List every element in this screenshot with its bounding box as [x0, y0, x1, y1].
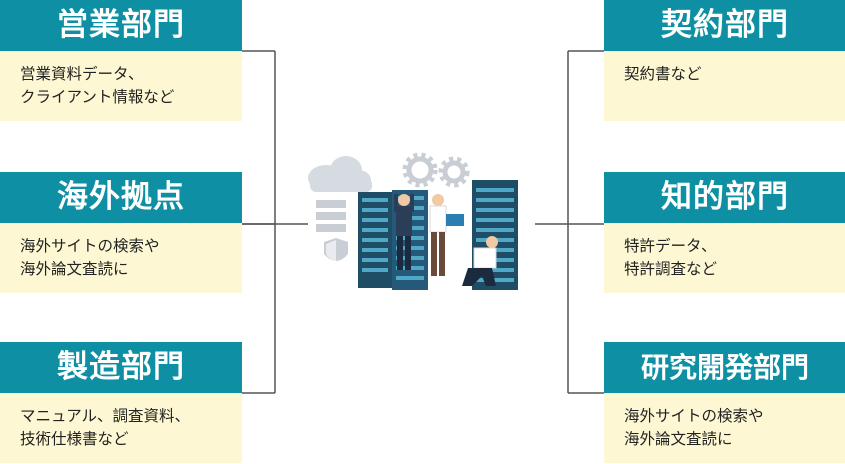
description-line: クライアント情報など [20, 88, 175, 106]
department-title: 営業部門 [0, 0, 242, 51]
department-description: 特許データ、 特許調査など [604, 223, 845, 293]
description-line: 契約書など [624, 65, 702, 83]
gear-icon [402, 152, 470, 188]
department-title: 研究開発部門 [604, 342, 845, 393]
department-description: 営業資料データ、 クライアント情報など [0, 51, 242, 121]
technician-icon [394, 194, 498, 286]
department-card-sales: 営業部門 営業資料データ、 クライアント情報など [0, 0, 242, 121]
department-card-ip: 知的部門 特許データ、 特許調査など [604, 172, 845, 293]
description-line: 海外論文査読に [624, 430, 733, 448]
description-line: 技術仕様書など [20, 430, 129, 448]
data-block-icon [316, 200, 346, 232]
department-title: 契約部門 [604, 0, 845, 51]
department-description: 海外サイトの検索や 海外論文査読に [604, 393, 845, 463]
description-line: 営業資料データ、 [20, 65, 144, 83]
cloud-icon [308, 156, 372, 192]
description-line: 海外サイトの検索や [20, 237, 160, 255]
description-line: 特許データ、 [624, 237, 717, 255]
server-room-illustration [308, 152, 518, 290]
department-card-rnd: 研究開発部門 海外サイトの検索や 海外論文査読に [604, 342, 845, 463]
department-card-overseas: 海外拠点 海外サイトの検索や 海外論文査読に [0, 172, 242, 293]
department-title: 製造部門 [0, 342, 242, 393]
description-line: 海外論文査読に [20, 260, 129, 278]
department-card-contracts: 契約部門 契約書など [604, 0, 845, 121]
description-line: 海外サイトの検索や [624, 407, 764, 425]
department-description: 契約書など [604, 51, 845, 121]
description-line: 特許調査など [624, 260, 718, 278]
department-description: マニュアル、調査資料、 技術仕様書など [0, 393, 242, 463]
department-title: 海外拠点 [0, 172, 242, 223]
department-description: 海外サイトの検索や 海外論文査読に [0, 223, 242, 293]
department-card-manufacturing: 製造部門 マニュアル、調査資料、 技術仕様書など [0, 342, 242, 463]
description-line: マニュアル、調査資料、 [20, 407, 191, 425]
department-title: 知的部門 [604, 172, 845, 223]
shield-icon [324, 238, 348, 264]
